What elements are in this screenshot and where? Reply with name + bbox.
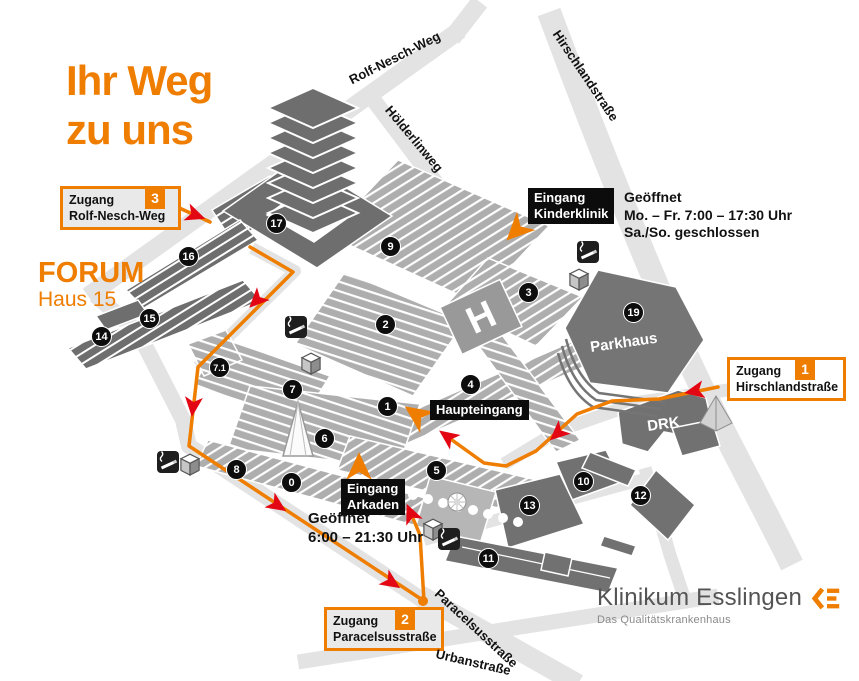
entrance-label-kinderklinik: Eingang Kinderklinik [528, 188, 615, 224]
main-entrance-text: Haupteingang [436, 402, 523, 417]
building-2 [293, 271, 467, 397]
hours-kinderklinik-line2: Mo. – Fr. 7:00 – 17:30 Uhr [624, 206, 793, 223]
brand-tagline: Das Qualitätskrankenhaus [597, 614, 731, 626]
access-1-word: Zugang [736, 364, 782, 378]
page-title: Ihr Weg zu uns [66, 56, 213, 154]
building-badge-10: 10 [573, 471, 594, 492]
building-13 [494, 473, 586, 549]
building-badge-7: 7 [282, 379, 303, 400]
main-entrance-label: Haupteingang [430, 400, 529, 420]
access-2-street: Paracelsusstraße [333, 630, 437, 644]
hours-kinderklinik-line3: Sa./So. geschlossen [624, 224, 760, 240]
street-top-stub [444, 0, 488, 44]
entrance-arkaden-line1: Eingang [347, 481, 399, 496]
access-label-3: Zugang Rolf-Nesch-Weg 3 [60, 186, 181, 230]
page-title-line1: Ihr Weg [66, 57, 213, 104]
access-2-word: Zugang [333, 614, 379, 628]
access-3-street: Rolf-Nesch-Weg [69, 209, 166, 223]
building-badge-6: 6 [314, 428, 335, 449]
smoking-area-icon [155, 449, 181, 475]
access-1-street: Hirschlandstraße [736, 380, 839, 394]
entrance-label-arkaden: Eingang Arkaden [341, 479, 406, 515]
building-10-bar [580, 451, 638, 487]
building-badge-15: 15 [139, 308, 160, 329]
forum-name: FORUM [38, 257, 145, 289]
forum-haus: Haus 15 [38, 288, 117, 311]
smoking-area-icon [436, 526, 462, 552]
helipad: H [439, 278, 523, 356]
building-11-tail [540, 551, 573, 577]
access-label-2: Zugang Paracelsusstraße 2 [324, 607, 444, 651]
street-paracelsusstrasse [415, 586, 583, 681]
page-title-line2: zu uns [66, 106, 194, 153]
access-3-number: 3 [145, 188, 165, 209]
entrance-arkaden-line2: Arkaden [347, 497, 400, 512]
building-13-bar [599, 535, 637, 557]
building-badge-1: 1 [377, 396, 398, 417]
pavilion-zugang1 [699, 395, 733, 432]
building-badge-2: 2 [375, 314, 396, 335]
cube-pavilion-icon [301, 352, 321, 375]
entrance-kinderklinik-line1: Eingang [534, 190, 586, 205]
access-3-word: Zugang [69, 193, 115, 207]
entrance-hours-kinderklinik: Geöffnet Mo. – Fr. 7:00 – 17:30 Uhr Sa./… [624, 189, 792, 242]
smoking-area-icon [283, 314, 309, 340]
route-endpoint-dot [418, 596, 428, 606]
hours-arkaden-line1: Geöffnet [308, 510, 370, 527]
building-badge-14: 14 [91, 326, 112, 347]
building-badge-7-1: 7.1 [209, 357, 230, 378]
building-badge-5: 5 [426, 460, 447, 481]
drk-label: DRK [646, 414, 681, 435]
cube-pavilion-icon [180, 453, 200, 476]
building-badge-3: 3 [518, 282, 539, 303]
brand-logo: Klinikum Esslingen Das Qualitätskrankenh… [597, 584, 843, 626]
route-zugang3 [187, 245, 426, 603]
hours-arkaden-line2: 6:00 – 21:30 Uhr [308, 529, 424, 546]
building-badge-16: 16 [178, 246, 199, 267]
cube-pavilion-icon [569, 268, 589, 291]
building-3 [445, 257, 585, 347]
forum-label: FORUM Haus 15 [38, 258, 144, 312]
building-badge-19: 19 [623, 302, 644, 323]
building-drk-wing [671, 419, 721, 457]
building-badge-12: 12 [630, 485, 651, 506]
building-badge-8: 8 [226, 459, 247, 480]
entrance-hours-arkaden: Geöffnet 6:00 – 21:30 Uhr [308, 509, 423, 547]
building-badge-17: 17 [266, 213, 287, 234]
access-1-number: 1 [795, 359, 815, 380]
turret [447, 492, 467, 512]
building-badge-13: 13 [519, 495, 540, 516]
hours-kinderklinik-line1: Geöffnet [624, 189, 682, 205]
ke-logo-icon [811, 587, 840, 609]
glass-pyramid [282, 399, 314, 457]
building-badge-4: 4 [460, 374, 481, 395]
smoking-area-icon [575, 239, 601, 265]
street-urbanstrasse [296, 588, 720, 670]
building-badge-0: 0 [281, 472, 302, 493]
building-badge-11: 11 [478, 548, 499, 569]
building-badge-9: 9 [380, 236, 401, 257]
building-11 [443, 535, 620, 594]
entrance-kinderklinik-line2: Kinderklinik [534, 206, 609, 221]
access-2-number: 2 [395, 609, 415, 630]
street-rolf-nesch-weg [82, 22, 466, 304]
access-label-1: Zugang Hirschlandstraße 1 [727, 357, 846, 401]
brand-name: Klinikum Esslingen [597, 584, 803, 611]
